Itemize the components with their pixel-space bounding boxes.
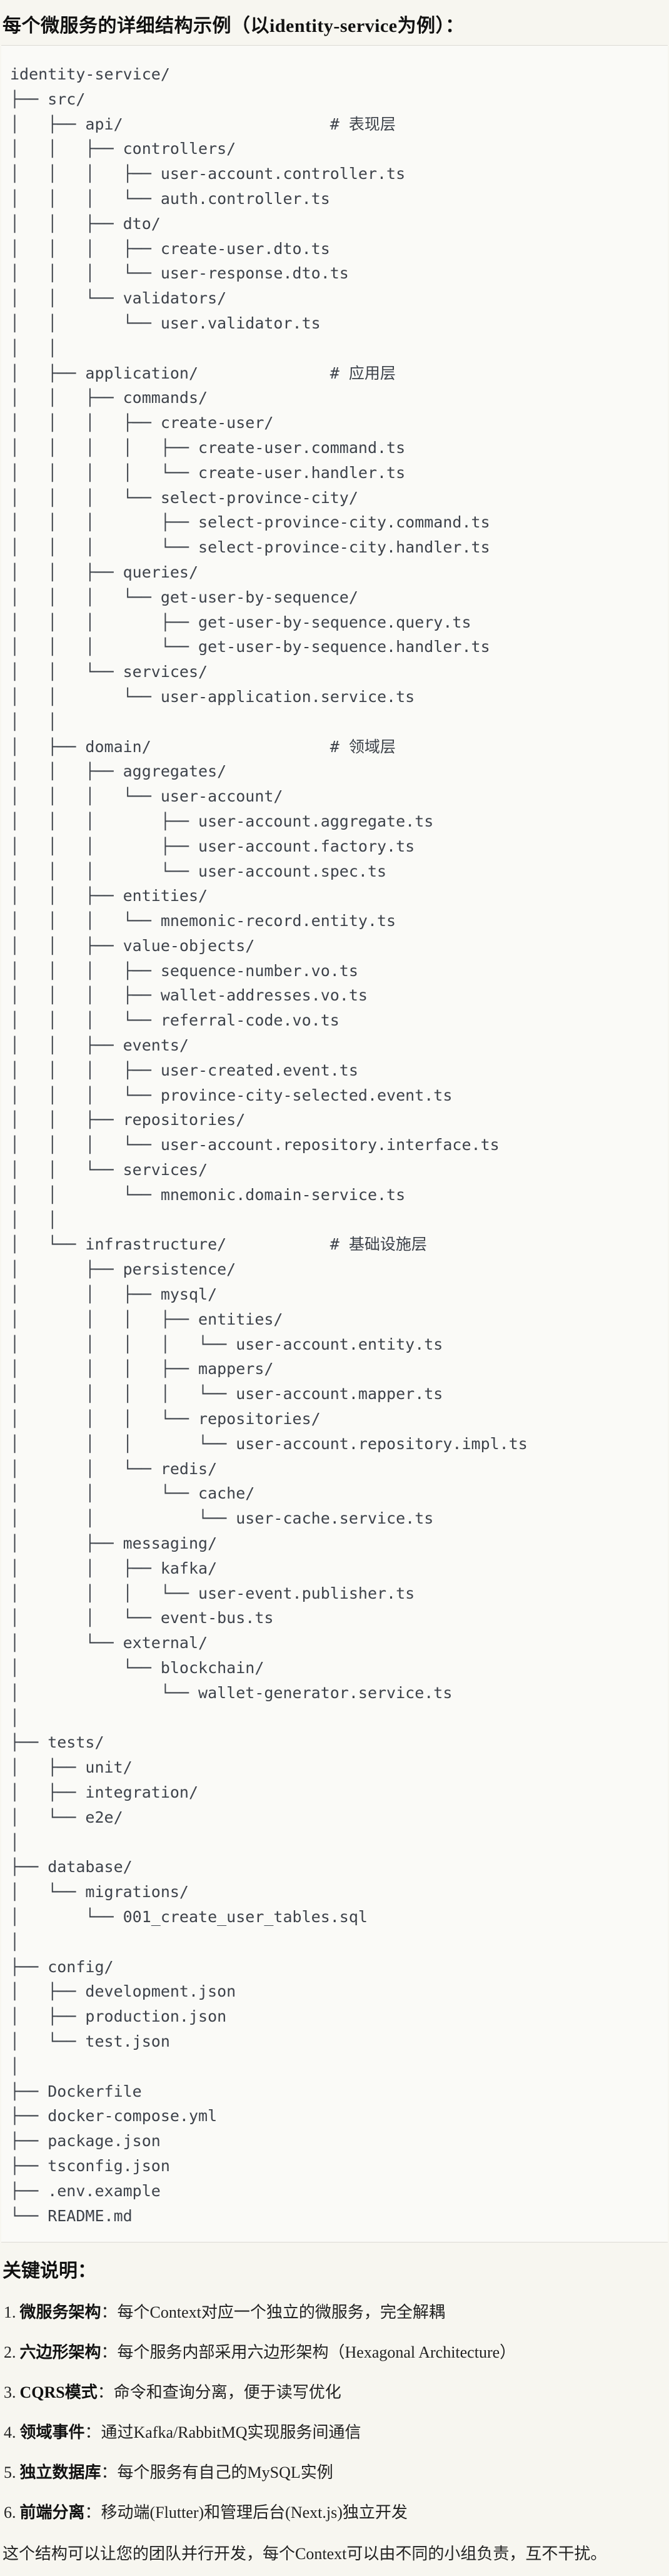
note-colon: ： [84, 2423, 101, 2442]
note-colon: ： [101, 2463, 118, 2482]
note-item: 4.领域事件：通过Kafka/RabbitMQ实现服务间通信 [4, 2421, 668, 2444]
note-text: 通过Kafka/RabbitMQ实现服务间通信 [101, 2423, 361, 2442]
note-text: 每个Context对应一个独立的微服务，完全解耦 [117, 2303, 445, 2322]
note-text: 命令和查询分离，便于读写优化 [113, 2383, 341, 2402]
note-text: 移动端(Flutter)和管理后台(Next.js)独立开发 [101, 2503, 408, 2522]
notes-list: 1.微服务架构：每个Context对应一个独立的微服务，完全解耦 2.六边形架构… [1, 2301, 668, 2524]
note-item: 1.微服务架构：每个Context对应一个独立的微服务，完全解耦 [4, 2301, 668, 2324]
note-colon: ： [97, 2383, 114, 2402]
note-label: 六边形架构 [19, 2343, 101, 2362]
note-colon: ： [101, 2303, 118, 2322]
note-item: 2.六边形架构：每个服务内部采用六边形架构（Hexagonal Architec… [4, 2341, 668, 2364]
note-label: 领域事件 [19, 2423, 85, 2442]
note-label: 前端分离 [19, 2503, 85, 2522]
note-number: 1. [4, 2303, 16, 2322]
note-number: 4. [4, 2423, 16, 2442]
note-number: 3. [4, 2383, 16, 2402]
file-tree-code-block: identity-service/ ├── src/ │ ├── api/ # … [1, 45, 668, 2243]
page-title: 每个微服务的详细结构示例（以identity-service为例）： [3, 16, 465, 36]
note-text: 每个服务有自己的MySQL实例 [117, 2463, 333, 2482]
notes-heading: 关键说明： [3, 2261, 96, 2282]
note-colon: ： [101, 2343, 118, 2362]
note-text: 每个服务内部采用六边形架构（Hexagonal Architecture） [117, 2343, 516, 2362]
note-label: CQRS模式 [19, 2383, 98, 2402]
note-item: 3.CQRS模式：命令和查询分离，便于读写优化 [4, 2381, 668, 2404]
note-label: 独立数据库 [19, 2463, 101, 2482]
closing-paragraph: 这个结构可以让您的团队并行开发，每个Context可以由不同的小组负责，互不干扰… [3, 2545, 607, 2563]
note-colon: ： [84, 2503, 101, 2522]
file-tree: identity-service/ ├── src/ │ ├── api/ # … [10, 65, 528, 2225]
note-number: 6. [4, 2503, 16, 2522]
note-number: 2. [4, 2343, 16, 2362]
note-number: 5. [4, 2463, 16, 2482]
note-label: 微服务架构 [19, 2303, 101, 2322]
note-item: 5.独立数据库：每个服务有自己的MySQL实例 [4, 2461, 668, 2484]
note-item: 6.前端分离：移动端(Flutter)和管理后台(Next.js)独立开发 [4, 2502, 668, 2524]
